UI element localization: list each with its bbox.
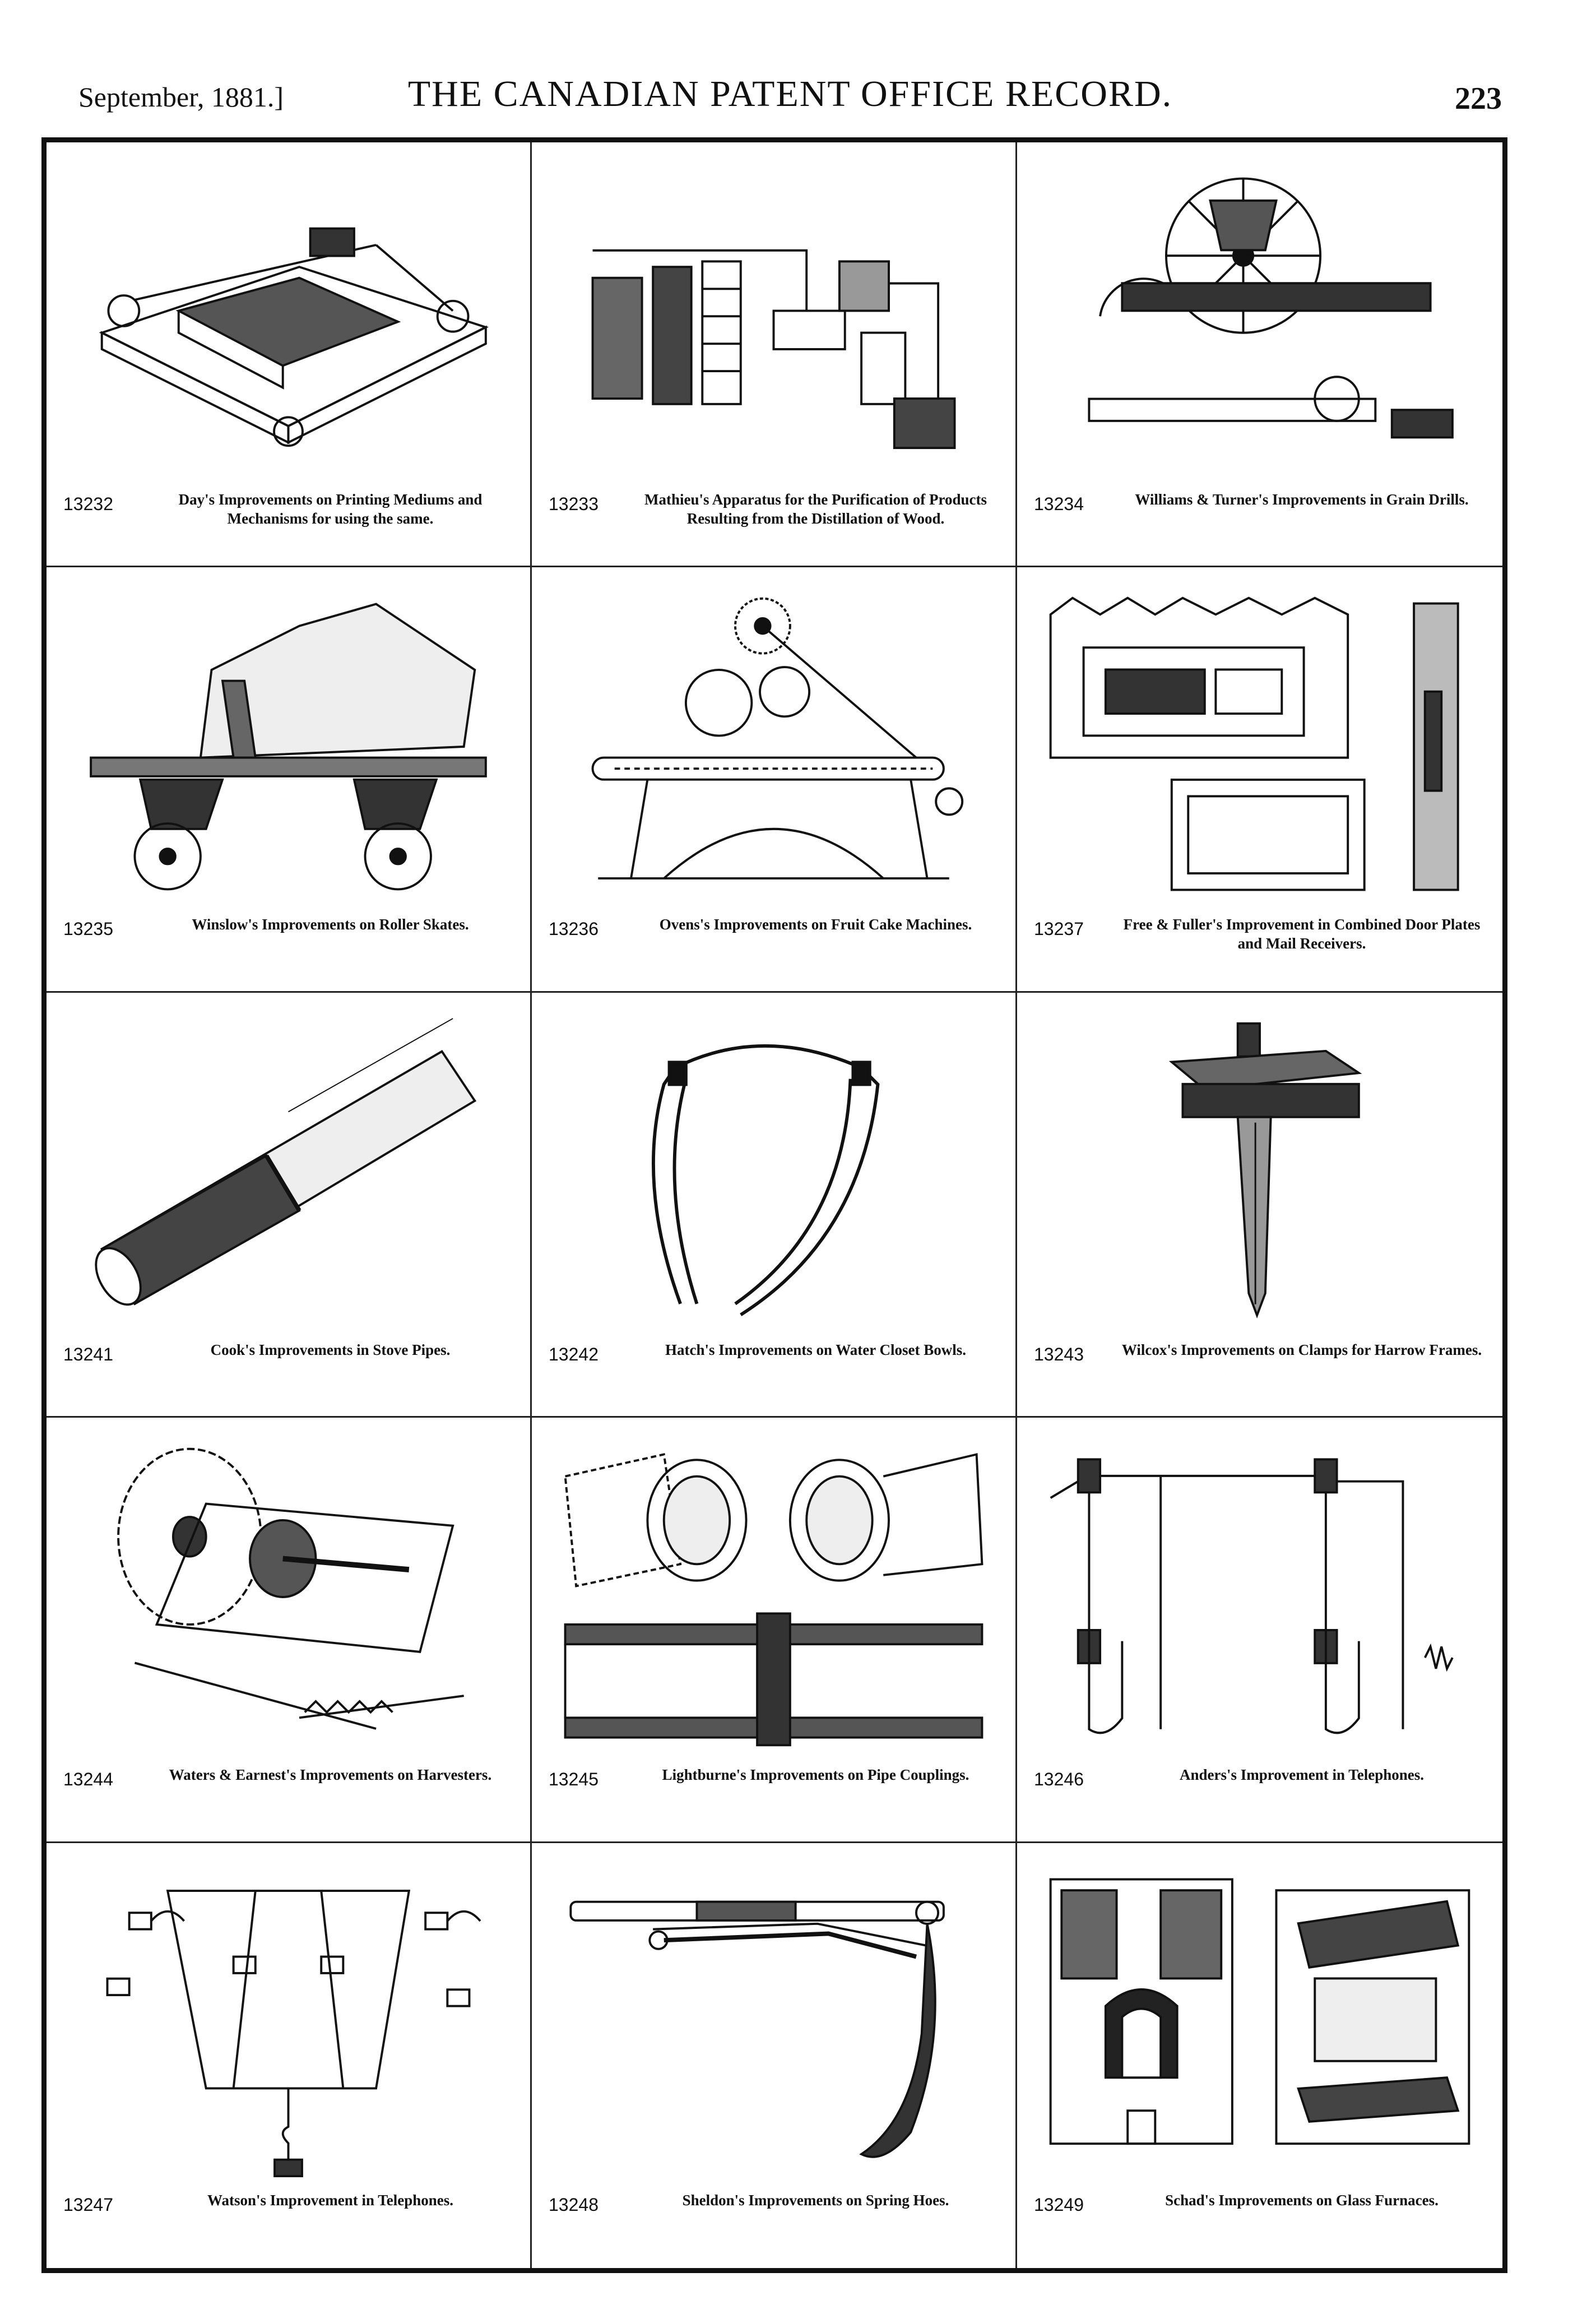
patent-cell: 13245 Lightburne's Improvements on Pipe … bbox=[532, 1418, 1017, 1843]
patent-caption: 13244 Waters & Earnest's Improvements on… bbox=[63, 1765, 513, 1821]
patent-title: Wilcox's Improvements on Clamps for Harr… bbox=[1121, 1341, 1482, 1358]
patent-number: 13232 bbox=[63, 494, 113, 514]
patent-title: Ovens's Improvements on Fruit Cake Machi… bbox=[659, 916, 972, 933]
distillation-apparatus-drawing bbox=[554, 165, 993, 479]
patent-plate-frame: 13232 Day's Improvements on Printing Med… bbox=[41, 137, 1507, 2273]
patent-caption: 13235 Winslow's Improvements on Roller S… bbox=[63, 915, 513, 971]
patent-title: Mathieu's Apparatus for the Purification… bbox=[644, 491, 987, 527]
patent-caption: 13233 Mathieu's Apparatus for the Purifi… bbox=[549, 490, 999, 546]
patent-number: 13241 bbox=[63, 1344, 113, 1364]
patent-cell: 13234 Williams & Turner's Improvements i… bbox=[1017, 142, 1502, 568]
patent-cell: 13249 Schad's Improvements on Glass Furn… bbox=[1017, 1843, 1502, 2268]
grain-drill-drawing bbox=[1040, 165, 1480, 479]
publication-title: THE CANADIAN PATENT OFFICE RECORD. bbox=[407, 73, 1173, 114]
patent-grid: 13232 Day's Improvements on Printing Med… bbox=[47, 142, 1502, 2268]
patent-cell: 13247 Watson's Improvement in Telephones… bbox=[47, 1843, 532, 2268]
door-plate-drawing bbox=[1040, 590, 1480, 904]
patent-number: 13236 bbox=[549, 919, 598, 940]
patent-cell: 13237 Free & Fuller's Improvement in Com… bbox=[1017, 567, 1502, 993]
patent-caption: 13236 Ovens's Improvements on Fruit Cake… bbox=[549, 915, 999, 971]
fruit-cake-machine-drawing bbox=[554, 590, 993, 904]
patent-number: 13248 bbox=[549, 2194, 598, 2215]
patent-title: Williams & Turner's Improvements in Grai… bbox=[1135, 491, 1469, 508]
patent-cell: 13236 Ovens's Improvements on Fruit Cake… bbox=[532, 567, 1017, 993]
patent-number: 13247 bbox=[63, 2194, 113, 2215]
patent-title: Anders's Improvement in Telephones. bbox=[1179, 1766, 1425, 1784]
patent-caption: 13242 Hatch's Improvements on Water Clos… bbox=[549, 1340, 999, 1396]
roller-skate-drawing bbox=[69, 590, 508, 904]
patent-number: 13243 bbox=[1034, 1344, 1084, 1364]
patent-cell: 13246 Anders's Improvement in Telephones… bbox=[1017, 1418, 1502, 1843]
patent-caption: 13247 Watson's Improvement in Telephones… bbox=[63, 2191, 513, 2247]
patent-cell: 13232 Day's Improvements on Printing Med… bbox=[47, 142, 532, 568]
patent-title: Sheldon's Improvements on Spring Hoes. bbox=[682, 2191, 949, 2209]
patent-caption: 13234 Williams & Turner's Improvements i… bbox=[1034, 490, 1486, 546]
pipe-coupling-drawing bbox=[554, 1440, 993, 1754]
patent-number: 13233 bbox=[549, 494, 598, 514]
spring-hoe-drawing bbox=[554, 1866, 993, 2179]
patent-cell: 13241 Cook's Improvements in Stove Pipes… bbox=[47, 992, 532, 1418]
patent-number: 13235 bbox=[63, 919, 113, 940]
patent-number: 13249 bbox=[1034, 2194, 1084, 2215]
patent-cell: 13244 Waters & Earnest's Improvements on… bbox=[47, 1418, 532, 1843]
patent-cell: 13233 Mathieu's Apparatus for the Purifi… bbox=[532, 142, 1017, 568]
patent-title: Lightburne's Improvements on Pipe Coupli… bbox=[662, 1766, 969, 1784]
patent-title: Waters & Earnest's Improvements on Harve… bbox=[169, 1766, 492, 1784]
patent-title: Schad's Improvements on Glass Furnaces. bbox=[1165, 2191, 1439, 2209]
patent-caption: 13245 Lightburne's Improvements on Pipe … bbox=[549, 1765, 999, 1821]
patent-number: 13237 bbox=[1034, 919, 1084, 940]
patent-caption: 13243 Wilcox's Improvements on Clamps fo… bbox=[1034, 1340, 1486, 1396]
closet-bowl-drawing bbox=[554, 1015, 993, 1329]
patent-caption: 13241 Cook's Improvements in Stove Pipes… bbox=[63, 1340, 513, 1396]
patent-cell: 13235 Winslow's Improvements on Roller S… bbox=[47, 567, 532, 993]
telephone-network-drawing bbox=[69, 1866, 508, 2179]
page-number: 223 bbox=[1455, 81, 1502, 116]
telephone-circuit-drawing bbox=[1040, 1440, 1480, 1754]
patent-cell: 13243 Wilcox's Improvements on Clamps fo… bbox=[1017, 993, 1502, 1418]
patent-caption: 13248 Sheldon's Improvements on Spring H… bbox=[549, 2191, 999, 2247]
patent-number: 13244 bbox=[63, 1769, 113, 1790]
issue-date: September, 1881.] bbox=[78, 81, 284, 113]
patent-title: Free & Fuller's Improvement in Combined … bbox=[1123, 916, 1481, 952]
patent-title: Winslow's Improvements on Roller Skates. bbox=[192, 916, 469, 933]
patent-title: Hatch's Improvements on Water Closet Bow… bbox=[665, 1341, 966, 1358]
glass-furnace-drawing bbox=[1040, 1866, 1480, 2179]
printing-press-drawing bbox=[69, 165, 508, 479]
patent-number: 13234 bbox=[1034, 494, 1084, 514]
patent-number: 13246 bbox=[1034, 1769, 1084, 1790]
patent-cell: 13242 Hatch's Improvements on Water Clos… bbox=[532, 992, 1017, 1418]
patent-caption: 13246 Anders's Improvement in Telephones… bbox=[1034, 1765, 1486, 1821]
harrow-clamp-drawing bbox=[1040, 1015, 1480, 1329]
harvester-drawing bbox=[69, 1440, 508, 1754]
patent-number: 13242 bbox=[549, 1344, 598, 1364]
patent-caption: 13232 Day's Improvements on Printing Med… bbox=[63, 490, 513, 546]
patent-title: Watson's Improvement in Telephones. bbox=[207, 2191, 454, 2209]
patent-cell: 13248 Sheldon's Improvements on Spring H… bbox=[532, 1843, 1017, 2268]
patent-caption: 13249 Schad's Improvements on Glass Furn… bbox=[1034, 2191, 1486, 2247]
patent-title: Cook's Improvements in Stove Pipes. bbox=[210, 1341, 451, 1358]
stove-pipe-drawing bbox=[69, 1015, 508, 1329]
patent-caption: 13237 Free & Fuller's Improvement in Com… bbox=[1034, 915, 1486, 971]
patent-title: Day's Improvements on Printing Mediums a… bbox=[178, 491, 482, 527]
patent-number: 13245 bbox=[549, 1769, 598, 1790]
page-header: September, 1881.] THE CANADIAN PATENT OF… bbox=[78, 73, 1502, 135]
